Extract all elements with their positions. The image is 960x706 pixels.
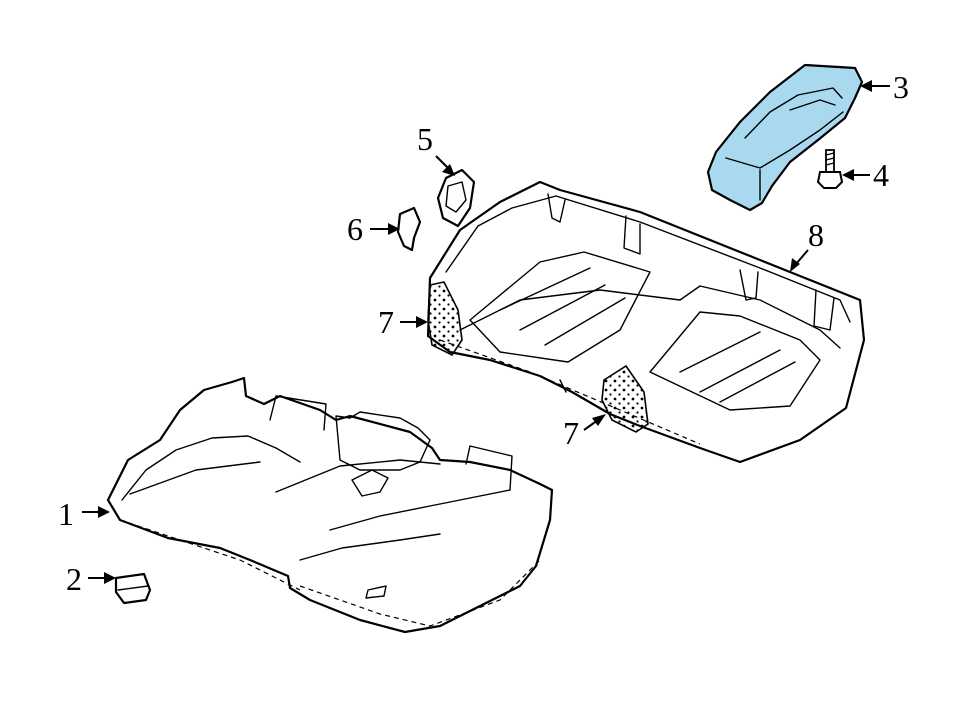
part-4-bolt <box>816 149 844 189</box>
callout-7b-label: 7 <box>563 415 579 451</box>
callout-8: 8 <box>790 217 824 272</box>
foam-patch-left <box>427 281 463 357</box>
armrest-body <box>706 63 864 212</box>
part-2-clip <box>114 572 152 605</box>
part-5-latch-cover <box>436 168 476 228</box>
foam-patch-right <box>601 364 649 433</box>
callout-7a-label: 7 <box>378 304 394 340</box>
callout-3-label: 3 <box>893 69 909 105</box>
part-8-seat-cushion <box>426 180 866 464</box>
callout-1-label: 1 <box>58 496 74 532</box>
callout-5-label: 5 <box>417 121 433 157</box>
part-1-seat-frame <box>106 376 554 634</box>
callout-2-label: 2 <box>66 561 82 597</box>
callout-5: 5 <box>417 121 455 176</box>
callout-2: 2 <box>66 561 116 597</box>
part-6-trim-piece <box>396 206 422 252</box>
part-3-armrest <box>706 63 864 212</box>
callout-7-right: 7 <box>563 414 606 451</box>
callout-7-left: 7 <box>378 304 428 340</box>
callout-1: 1 <box>58 496 110 532</box>
callout-3: 3 <box>860 69 909 105</box>
callout-4-label: 4 <box>873 157 889 193</box>
callout-4: 4 <box>842 157 889 193</box>
callout-8-label: 8 <box>808 217 824 253</box>
callout-6-label: 6 <box>347 211 363 247</box>
callout-6: 6 <box>347 211 400 247</box>
